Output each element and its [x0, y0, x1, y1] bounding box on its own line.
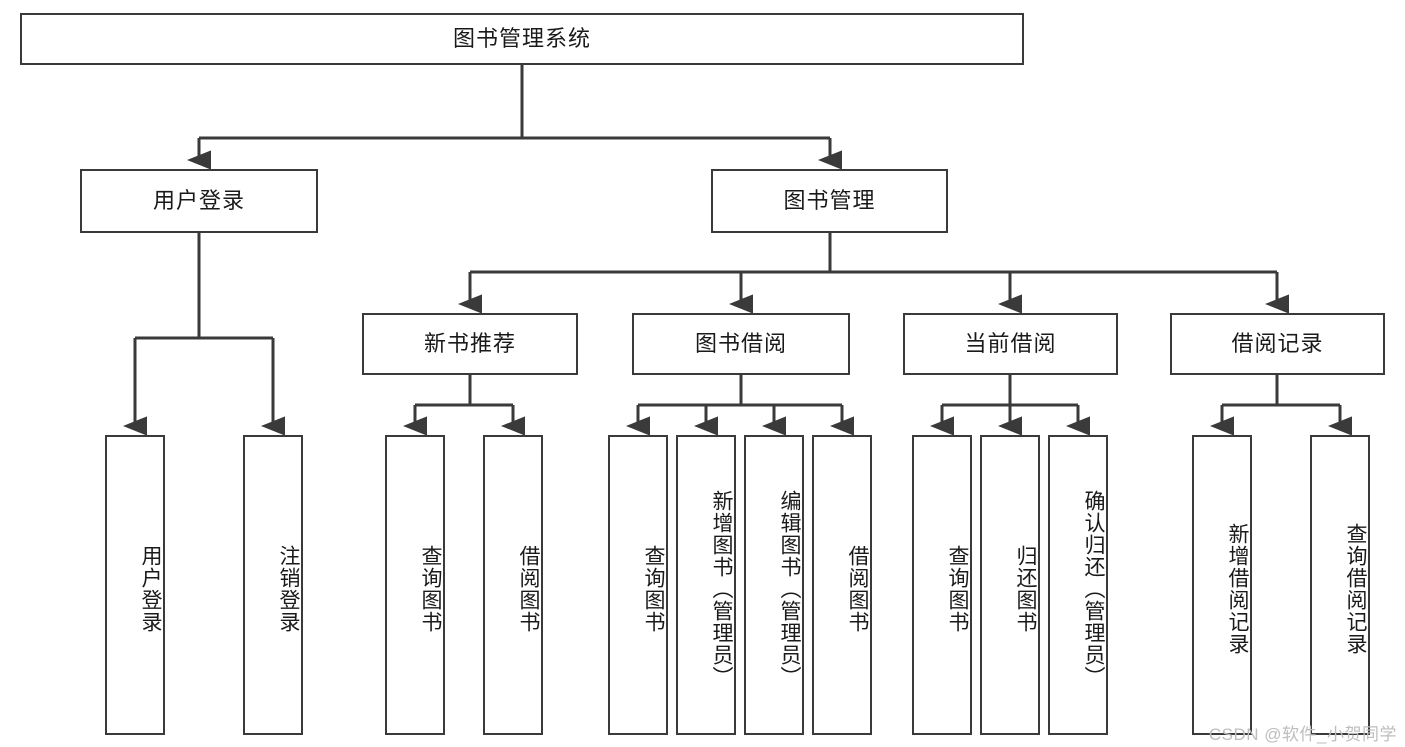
node-root[interactable]: 图书管理系统: [20, 13, 1024, 65]
leaf-edit-book-admin[interactable]: 编辑图书（管理员）: [744, 435, 804, 735]
leaf-query-book-recommend[interactable]: 查询图书: [385, 435, 445, 735]
leaf-label: 新增借阅记录: [1226, 523, 1249, 655]
leaf-label: 借阅图书: [517, 545, 540, 633]
node-book-borrow[interactable]: 图书借阅: [632, 313, 850, 375]
leaf-confirm-return-admin[interactable]: 确认归还（管理员）: [1048, 435, 1108, 735]
leaf-user-login[interactable]: 用户登录: [105, 435, 165, 735]
leaf-borrow-book-recommend[interactable]: 借阅图书: [483, 435, 543, 735]
node-book-management[interactable]: 图书管理: [711, 169, 948, 233]
leaf-add-borrow-record[interactable]: 新增借阅记录: [1192, 435, 1252, 735]
leaf-logout[interactable]: 注销登录: [243, 435, 303, 735]
leaf-query-book-current[interactable]: 查询图书: [912, 435, 972, 735]
leaf-label: 查询借阅记录: [1344, 523, 1367, 655]
node-borrow-records[interactable]: 借阅记录: [1170, 313, 1385, 375]
leaf-borrow-book[interactable]: 借阅图书: [812, 435, 872, 735]
leaf-label: 借阅图书: [846, 545, 869, 633]
leaf-label: 用户登录: [139, 545, 162, 633]
leaf-label: 查询图书: [946, 545, 969, 633]
leaf-label: 编辑图书（管理员）: [778, 490, 801, 688]
node-new-book-recommend[interactable]: 新书推荐: [362, 313, 578, 375]
leaf-query-borrow-record[interactable]: 查询借阅记录: [1310, 435, 1370, 735]
node-user-login[interactable]: 用户登录: [80, 169, 318, 233]
watermark: CSDN @软件_小贺同学: [1208, 725, 1397, 744]
leaf-label: 查询图书: [419, 545, 442, 633]
leaf-return-book[interactable]: 归还图书: [980, 435, 1040, 735]
leaf-label: 归还图书: [1014, 545, 1037, 633]
leaf-label: 注销登录: [277, 545, 300, 633]
leaf-label: 确认归还（管理员）: [1082, 490, 1105, 688]
leaf-label: 查询图书: [642, 545, 665, 633]
leaf-query-book-borrow[interactable]: 查询图书: [608, 435, 668, 735]
leaf-add-book-admin[interactable]: 新增图书（管理员）: [676, 435, 736, 735]
node-current-borrow[interactable]: 当前借阅: [903, 313, 1118, 375]
leaf-label: 新增图书（管理员）: [710, 490, 733, 688]
